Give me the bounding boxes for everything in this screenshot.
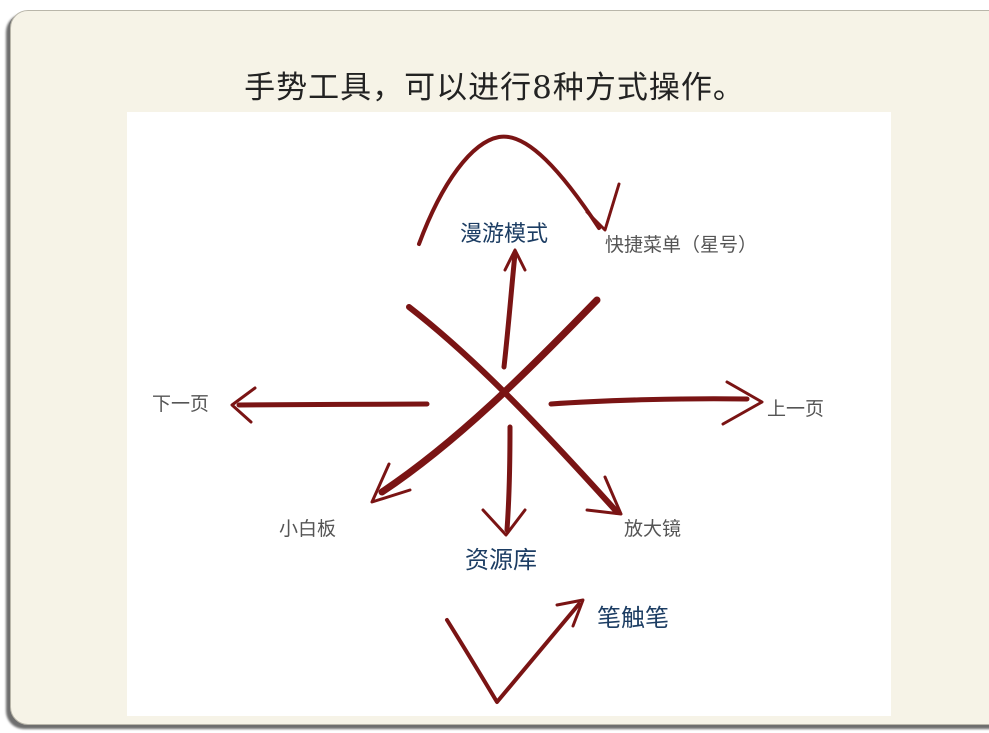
arrowhead-down	[481, 508, 527, 537]
stroke-right	[548, 396, 750, 407]
page-title: 手势工具，可以进行8种方式操作。	[244, 70, 745, 106]
label-pen-touch: 笔触笔	[597, 604, 669, 632]
arrowhead-magnifier	[585, 475, 623, 516]
stroke-diagonal-main	[378, 296, 601, 496]
label-next-page: 上一页	[767, 398, 825, 420]
label-magnifier: 放大镜	[624, 518, 682, 540]
arrowhead-left	[230, 386, 257, 424]
arrowhead-bottom-v	[555, 598, 585, 628]
label-prev-page: 下一页	[152, 393, 210, 415]
label-resource-library: 资源库	[465, 546, 537, 574]
label-whiteboard: 小白板	[279, 518, 337, 540]
arrowhead-up	[503, 248, 527, 272]
stroke-left	[236, 401, 430, 408]
label-roam-mode: 漫游模式	[460, 222, 549, 247]
stroke-top-loop	[417, 134, 601, 246]
gesture-diagram: 漫游模式 快捷菜单（星号） 下一页 上一页 小白板 资源库 放大镜 笔触笔	[127, 112, 891, 716]
stroke-up	[501, 251, 518, 370]
arrowhead-top-loop	[585, 182, 621, 232]
arrowhead-whiteboard	[370, 462, 412, 504]
stroke-bottom-v	[445, 602, 581, 704]
gesture-strokes	[230, 134, 764, 704]
stroke-diagonal-cross	[406, 304, 620, 515]
label-quick-menu: 快捷菜单（星号）	[605, 234, 758, 256]
arrowhead-right	[721, 380, 764, 426]
stroke-down	[504, 424, 513, 533]
